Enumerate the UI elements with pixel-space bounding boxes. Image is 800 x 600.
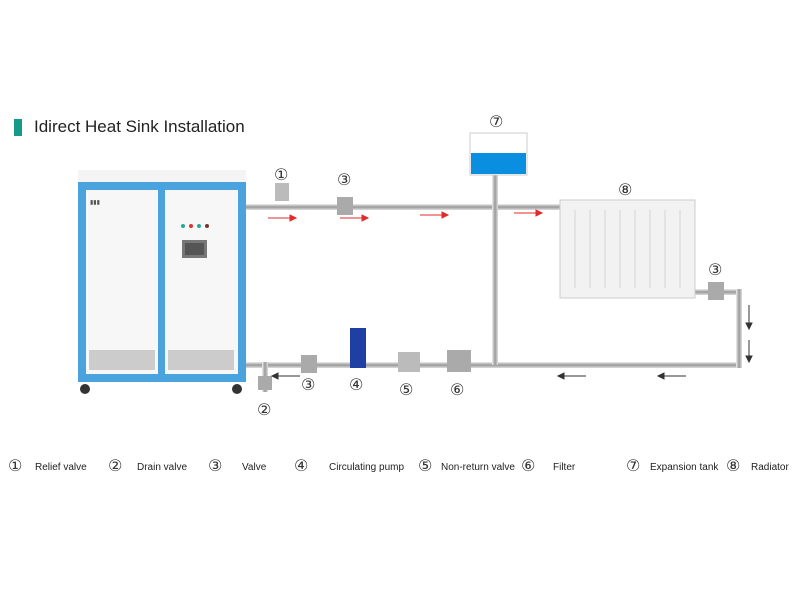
expansion-tank: [469, 132, 528, 176]
legend-num: ④: [294, 456, 309, 475]
valve-radiator: [708, 282, 724, 300]
valve-top: [337, 197, 353, 215]
label-expansion-tank: ⑦: [489, 112, 503, 131]
electric-boiler: ▮▮▮: [78, 170, 246, 394]
legend-num: ③: [208, 456, 223, 475]
section-title: Idirect Heat Sink Installation: [14, 117, 245, 137]
legend-num: ⑥: [521, 456, 536, 475]
label-filter: ⑥: [450, 380, 464, 399]
circulating-pump: [350, 328, 366, 368]
valve-bottom: [301, 355, 317, 373]
flow-arrows-return: [270, 305, 753, 380]
flow-arrows-supply: [268, 209, 544, 222]
legend-label: Expansion tank: [650, 462, 719, 473]
label-valve-top: ③: [337, 170, 351, 189]
legend-label: Filter: [553, 462, 576, 473]
relief-valve: [275, 183, 289, 201]
label-radiator: ⑧: [618, 180, 632, 199]
legend-label: Non-return valve: [441, 462, 515, 473]
legend-num: ②: [108, 456, 123, 475]
legend-label: Valve: [242, 462, 267, 473]
label-drain-valve: ②: [257, 400, 271, 419]
drain-valve: [258, 376, 272, 390]
legend-num: ⑧: [726, 456, 741, 475]
label-non-return-valve: ⑤: [399, 380, 413, 399]
legend-num: ⑤: [418, 456, 433, 475]
label-valve-radiator: ③: [708, 260, 722, 279]
filter: [447, 350, 471, 372]
label-valve-bottom: ③: [301, 375, 315, 394]
title-text: Idirect Heat Sink Installation: [34, 117, 245, 136]
svg-text:▮▮▮: ▮▮▮: [90, 200, 100, 206]
radiator: [559, 199, 696, 299]
non-return-valve: [398, 352, 420, 372]
label-relief-valve: ①: [274, 165, 288, 184]
legend-label: Relief valve: [35, 462, 87, 473]
title-accent-bar: [14, 118, 22, 136]
legend-label: Drain valve: [137, 462, 188, 473]
legend-label: Circulating pump: [329, 462, 405, 473]
legend: ① Relief valve ② Drain valve ③ Valve ④ Circu…: [0, 456, 800, 478]
label-pump: ④: [349, 375, 363, 394]
legend-num: ①: [8, 456, 23, 475]
legend-label: Radiator: [751, 462, 789, 473]
legend-num: ⑦: [626, 456, 641, 475]
